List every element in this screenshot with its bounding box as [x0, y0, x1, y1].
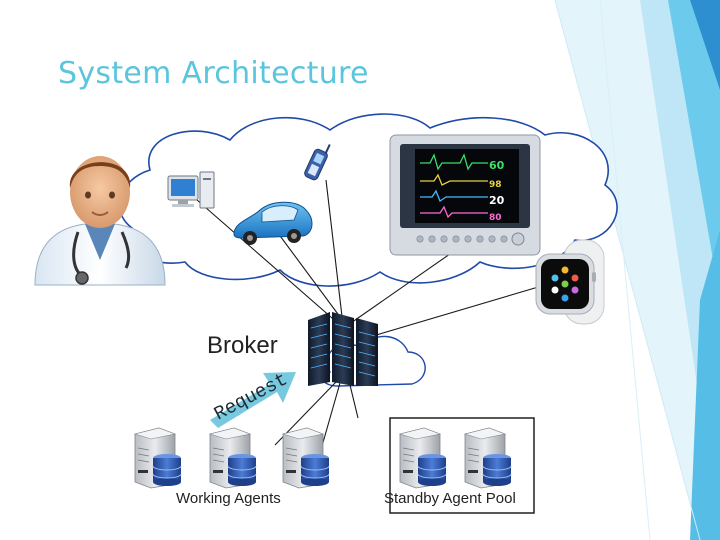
car-icon [233, 201, 313, 245]
cell-phone-icon [304, 144, 331, 181]
monitor-value-spo2: 98 [489, 180, 502, 190]
standby-agent-server-icon [463, 427, 512, 489]
monitor-value-bp: 80 [489, 213, 502, 223]
doctor-icon [34, 156, 166, 286]
broker-server-icon [308, 312, 378, 386]
standby-pool-frame [389, 417, 535, 514]
working-agent-server-icon [281, 427, 330, 489]
working-agent-server-icon [208, 427, 257, 489]
patient-monitor-icon: 60 98 20 80 [389, 134, 541, 256]
standby-agent-server-icon [398, 427, 447, 489]
broker-label: Broker [207, 332, 278, 359]
request-arrow: Request [210, 368, 296, 428]
monitor-value-hr: 60 [489, 159, 505, 172]
standby-pool-label: Standby Agent Pool [384, 490, 516, 507]
working-agent-server-icon [133, 427, 182, 489]
decor-facets [554, 0, 720, 540]
agent-servers [133, 427, 512, 489]
request-label: Request [210, 368, 291, 425]
desktop-computer-icon [167, 171, 215, 209]
smartwatch-icon [535, 239, 605, 325]
connection-lines [196, 179, 546, 447]
working-agents-label: Working Agents [176, 490, 281, 507]
monitor-value-resp: 20 [489, 194, 505, 207]
page-title: System Architecture [58, 56, 369, 91]
